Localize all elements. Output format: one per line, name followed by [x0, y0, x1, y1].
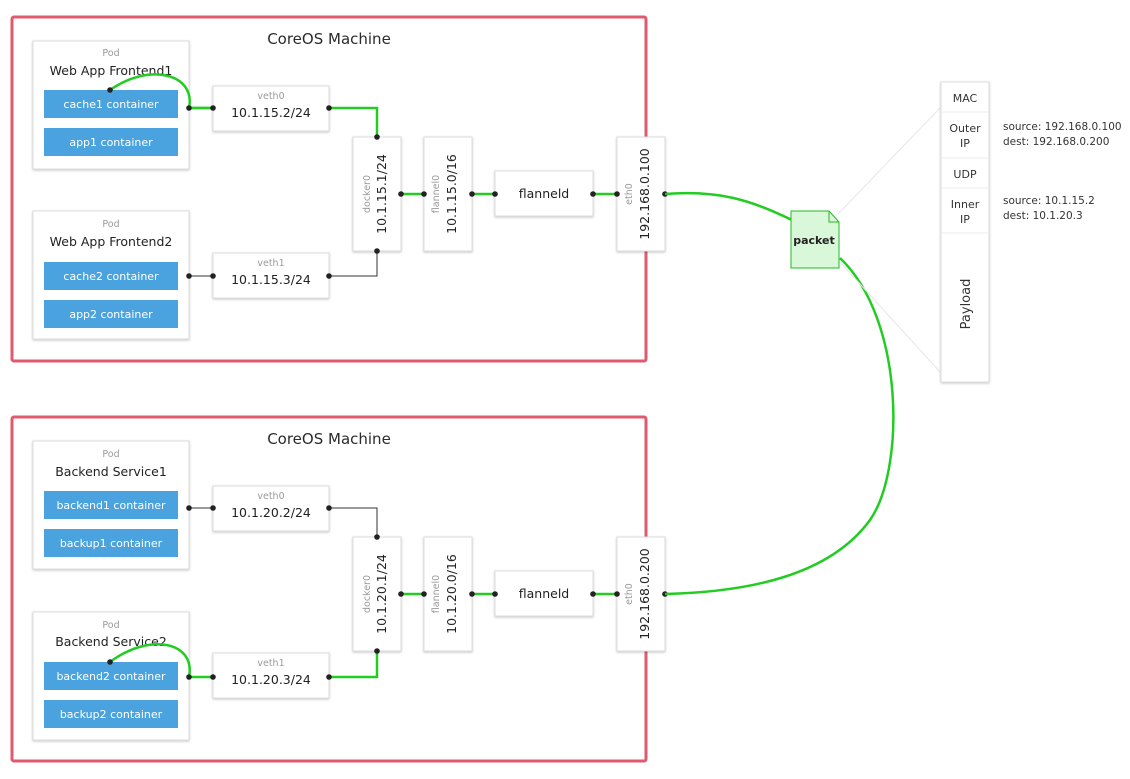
flannel0-interface[interactable]: flannel0 10.1.20.0/16	[423, 536, 473, 652]
iface-caption: veth0	[257, 491, 284, 502]
container-label: backend2 container	[56, 670, 166, 683]
pod-backend-service2[interactable]: Pod Backend Service2 backend2 container …	[32, 611, 190, 741]
machine-title: CoreOS Machine	[267, 30, 391, 48]
packet-zoom-guides	[837, 107, 941, 373]
overlay-route	[664, 191, 895, 596]
pod-name: Web App Frontend2	[50, 234, 173, 249]
iface-address: 10.1.15.1/24	[374, 154, 389, 234]
container-box[interactable]	[44, 662, 178, 690]
iface-caption: eth0	[624, 583, 635, 605]
container-label: backup1 container	[60, 537, 163, 550]
layer-payload: Payload	[959, 279, 974, 330]
flanneld-daemon[interactable]: flanneld	[494, 570, 594, 617]
outer-source: source: 192.168.0.100	[1003, 121, 1122, 133]
connectors-machine-2	[107, 505, 668, 680]
outer-ip-info: source: 192.168.0.100 dest: 192.168.0.20…	[1003, 121, 1122, 148]
packet-shape	[790, 210, 840, 269]
pod-name: Backend Service1	[55, 464, 167, 479]
inner-dest: dest: 10.1.20.3	[1003, 210, 1083, 222]
flanneld-label: flanneld	[519, 586, 569, 601]
iface-address: 10.1.20.0/16	[444, 554, 459, 634]
iface-address: 192.168.0.100	[637, 148, 652, 239]
eth0-interface[interactable]: eth0 192.168.0.200	[616, 536, 666, 652]
iface-caption: docker0	[362, 175, 373, 213]
flannel0-interface[interactable]: flannel0 10.1.15.0/16	[423, 136, 473, 252]
container-box[interactable]	[44, 90, 178, 118]
iface-address: 192.168.0.200	[637, 548, 652, 639]
flanneld-label: flanneld	[519, 186, 569, 201]
container-box[interactable]	[44, 128, 178, 156]
container-box[interactable]	[44, 529, 178, 557]
flanneld-daemon[interactable]: flanneld	[494, 170, 594, 217]
container-label: backend1 container	[56, 499, 166, 512]
container-box[interactable]	[44, 262, 178, 290]
iface-address: 10.1.20.1/24	[374, 554, 389, 634]
iface-address: 10.1.15.2/24	[231, 105, 311, 120]
iface-caption: flannel0	[431, 175, 442, 213]
container-box[interactable]	[44, 700, 178, 728]
route-lower-segment	[664, 257, 895, 596]
pod-caption: Pod	[102, 620, 119, 631]
eth0-interface[interactable]: eth0 192.168.0.100	[616, 136, 666, 252]
container-label: app1 container	[69, 136, 153, 149]
container-label: app2 container	[69, 308, 153, 321]
pod-caption: Pod	[102, 449, 119, 460]
iface-caption: veth0	[257, 91, 284, 102]
packet-stack-box	[940, 81, 990, 383]
pod-caption: Pod	[102, 219, 119, 230]
layer-udp: UDP	[953, 168, 977, 181]
outer-dest: dest: 192.168.0.200	[1003, 136, 1109, 148]
connectors-machine-1	[107, 73, 668, 279]
docker0-bridge[interactable]: docker0 10.1.20.1/24	[352, 536, 402, 652]
pod-caption: Pod	[102, 48, 119, 59]
packet-fold	[828, 211, 839, 223]
pod-web-app-frontend2[interactable]: Pod Web App Frontend2 cache2 container a…	[32, 210, 190, 340]
iface-caption: docker0	[362, 575, 373, 613]
iface-caption: eth0	[624, 183, 635, 205]
layer-mac: MAC	[953, 92, 978, 105]
pod-name: Backend Service2	[55, 634, 167, 649]
route-upper-segment	[664, 191, 793, 222]
pod-name: Web App Frontend1	[50, 63, 173, 78]
container-label: cache1 container	[63, 98, 159, 111]
docker0-bridge[interactable]: docker0 10.1.15.1/24	[352, 136, 402, 252]
packet-icon[interactable]: packet	[790, 210, 840, 269]
machine-title: CoreOS Machine	[267, 430, 391, 448]
coreos-machine-1: CoreOS Machine Pod Web App Frontend1 cac…	[10, 15, 668, 363]
container-label: backup2 container	[60, 708, 163, 721]
iface-address: 10.1.15.0/16	[444, 154, 459, 234]
inner-source: source: 10.1.15.2	[1003, 195, 1095, 207]
iface-caption: veth1	[257, 258, 284, 269]
iface-caption: flannel0	[431, 575, 442, 613]
veth0-interface[interactable]: veth0 10.1.20.2/24	[212, 485, 330, 532]
iface-caption: veth1	[257, 658, 284, 669]
container-box[interactable]	[44, 491, 178, 519]
iface-address: 10.1.20.2/24	[231, 505, 311, 520]
container-box[interactable]	[44, 300, 178, 328]
container-label: cache2 container	[63, 270, 159, 283]
iface-address: 10.1.15.3/24	[231, 272, 311, 287]
veth0-interface[interactable]: veth0 10.1.15.2/24	[212, 85, 330, 132]
packet-label: packet	[793, 234, 835, 247]
pod-web-app-frontend1[interactable]: Pod Web App Frontend1 cache1 container a…	[32, 40, 190, 170]
veth1-interface[interactable]: veth1 10.1.15.3/24	[212, 252, 330, 299]
inner-ip-info: source: 10.1.15.2 dest: 10.1.20.3	[1003, 195, 1095, 222]
iface-address: 10.1.20.3/24	[231, 672, 311, 687]
pod-backend-service1[interactable]: Pod Backend Service1 backend1 container …	[32, 440, 190, 570]
veth1-interface[interactable]: veth1 10.1.20.3/24	[212, 652, 330, 699]
coreos-machine-2: CoreOS Machine Pod Backend Service1 back…	[10, 415, 668, 763]
